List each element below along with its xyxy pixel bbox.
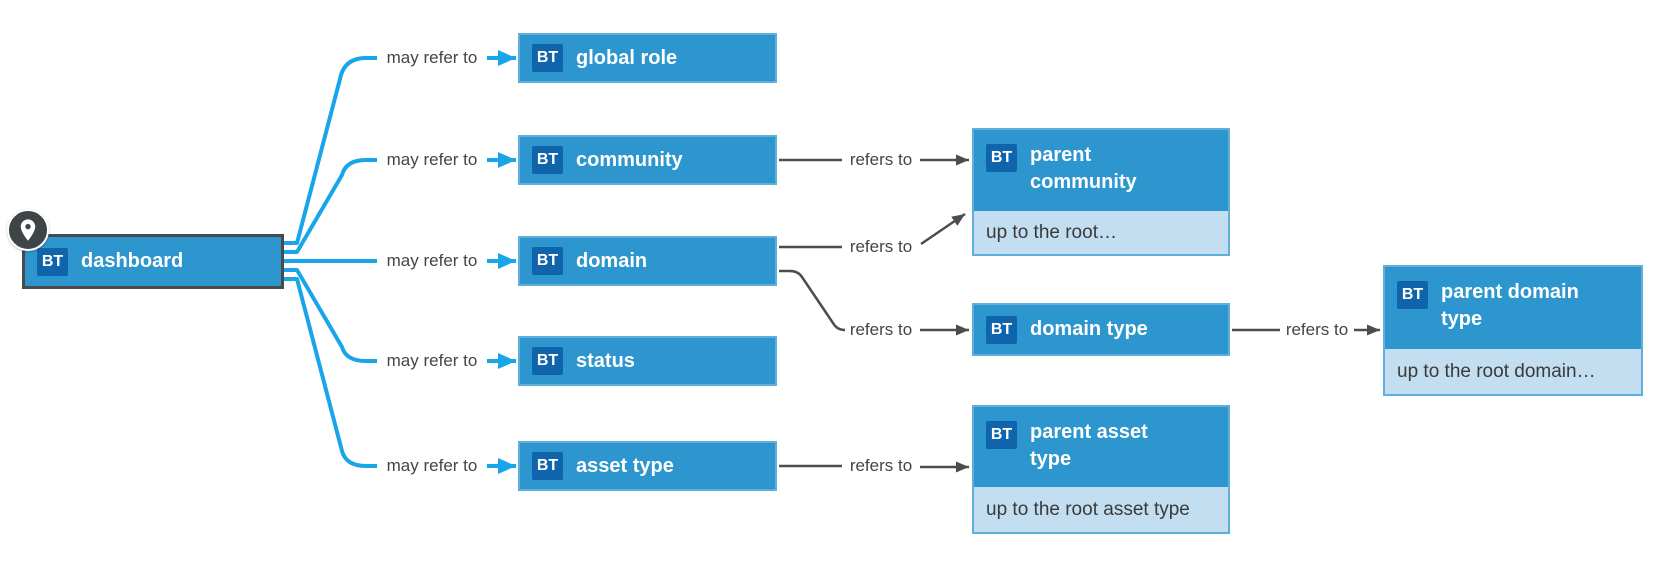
bt-badge: BT [532,44,563,72]
bt-badge: BT [532,347,563,375]
note-text: up to the root asset type [986,498,1190,520]
node-label: parent asset type [1030,421,1148,470]
node-label: parent community [1030,144,1137,193]
bt-badge: BT [532,146,563,174]
edge-domain-parent-community-b [920,212,966,246]
node-dashboard[interactable]: BT dashboard [22,234,284,289]
edge-label-refers-to: refers to [846,150,916,170]
edge-dashboard-community [284,158,377,254]
edge-label-refers-to: refers to [846,237,916,257]
node-global-role[interactable]: BT global role [518,33,777,83]
node-parent-community[interactable]: BT parent community up to the root… [972,128,1230,256]
node-parent-community-note: up to the root… [974,211,1228,254]
node-label: status [576,349,635,372]
edge-domain-domain-type-a [779,269,846,332]
node-parent-domain-type-note: up to the root domain… [1385,349,1641,394]
node-label: asset type [576,454,674,477]
edge-dashboard-global-role [284,56,377,245]
edge-label-may-refer-to: may refer to [383,150,481,170]
edge-label-refers-to: refers to [1282,320,1352,340]
node-parent-asset-type-note: up to the root asset type [974,487,1228,532]
edge-label-may-refer-to: may refer to [383,456,481,476]
node-parent-domain-type-header: BT parent domain type [1385,267,1641,349]
node-asset-type[interactable]: BT asset type [518,441,777,491]
note-text: up to the root domain… [1397,360,1596,382]
edge-label-may-refer-to: may refer to [383,351,481,371]
node-label: domain [576,249,648,272]
node-community[interactable]: BT community [518,135,777,185]
edge-label-refers-to: refers to [846,320,916,340]
edges-refers-to [779,154,1380,473]
bt-badge: BT [532,452,563,480]
node-label: global role [576,46,678,69]
node-domain[interactable]: BT domain [518,236,777,286]
edges-may-refer-to [284,50,516,474]
node-label: parent domain type [1441,281,1579,330]
edge-label-may-refer-to: may refer to [383,251,481,271]
node-parent-community-header: BT parent community [974,130,1228,211]
bt-badge: BT [37,247,68,276]
location-pin-icon [7,209,49,251]
node-label: community [576,148,683,171]
node-domain-type[interactable]: BT domain type [972,303,1230,356]
bt-badge: BT [986,144,1017,172]
node-label: domain type [1030,318,1148,340]
bt-badge: BT [986,315,1017,344]
edge-dashboard-status [284,268,377,363]
note-text: up to the root… [986,221,1117,243]
node-parent-asset-type-header: BT parent asset type [974,407,1228,487]
node-parent-asset-type[interactable]: BT parent asset type up to the root asse… [972,405,1230,534]
bt-badge: BT [532,247,563,275]
bt-badge: BT [986,421,1017,449]
node-label: dashboard [81,250,184,272]
edge-dashboard-asset-type [284,277,377,468]
edge-label-may-refer-to: may refer to [383,48,481,68]
node-parent-domain-type[interactable]: BT parent domain type up to the root dom… [1383,265,1643,396]
edge-label-refers-to: refers to [846,456,916,476]
node-status[interactable]: BT status [518,336,777,386]
bt-badge: BT [1397,281,1428,309]
